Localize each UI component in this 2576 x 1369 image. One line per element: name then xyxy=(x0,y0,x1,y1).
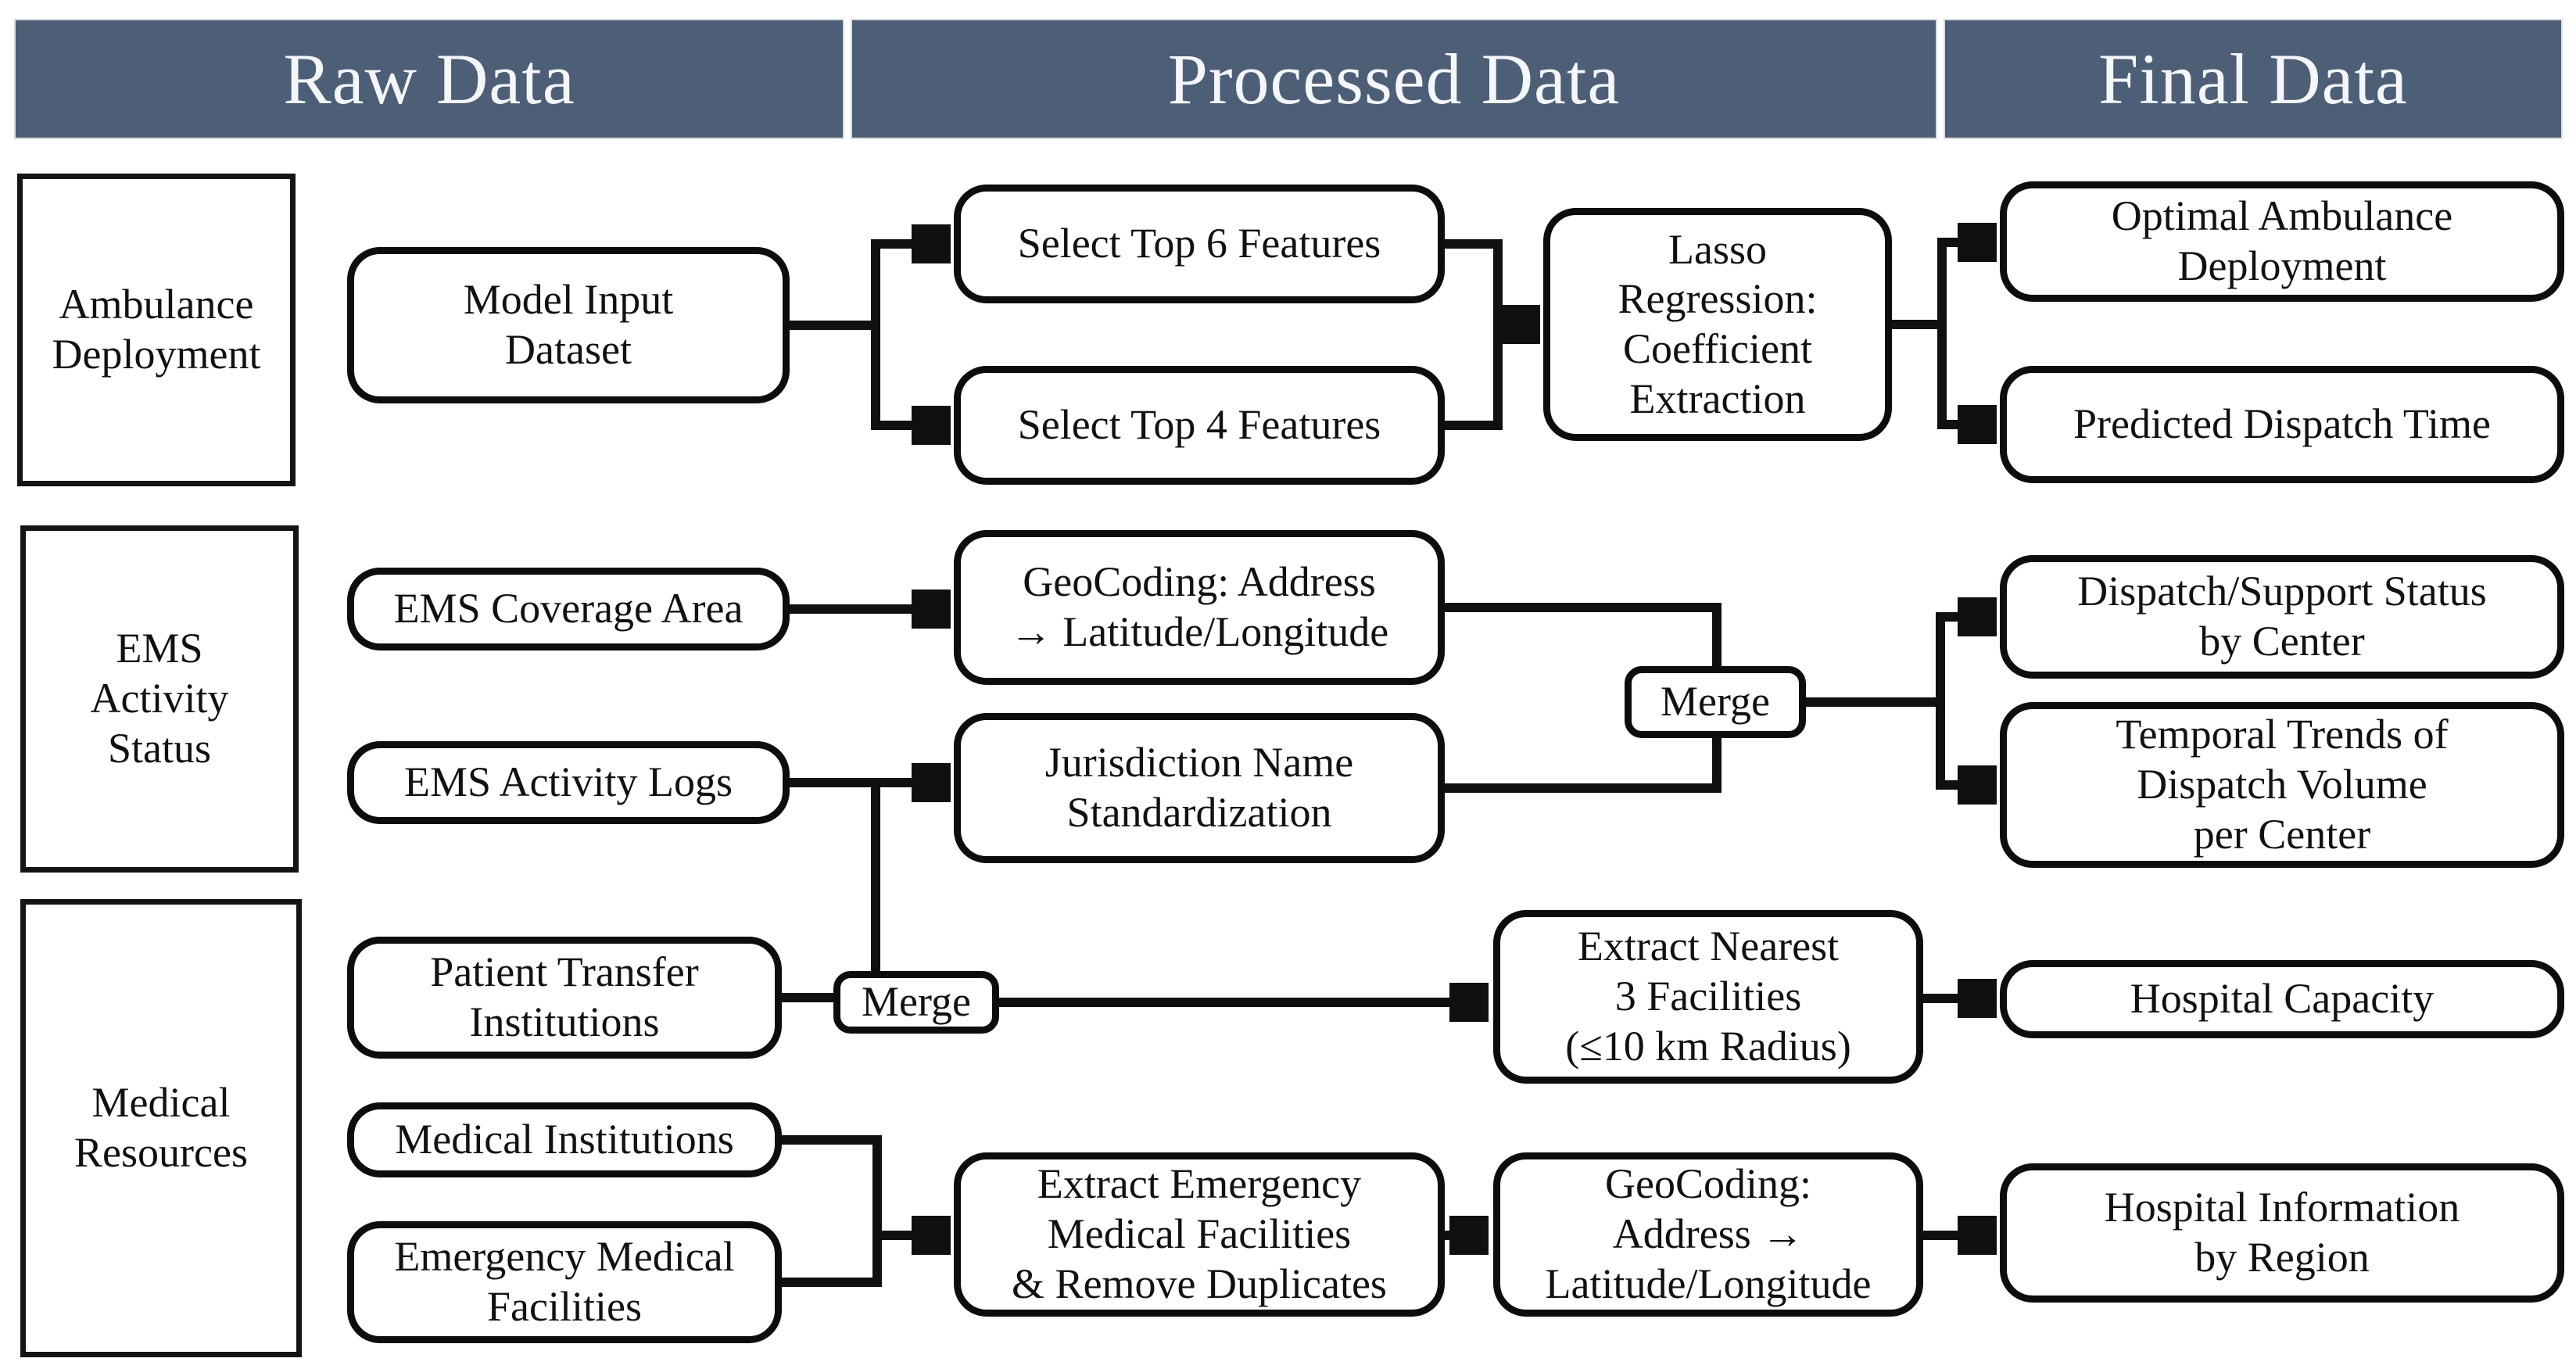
node-patient-transfer-institutions: Patient Transfer Institutions xyxy=(347,937,782,1059)
node-ems-coverage-area: EMS Coverage Area xyxy=(347,568,790,650)
node-optimal-ambulance-deployment: Optimal Ambulance Deployment xyxy=(2000,181,2564,302)
node-merge-ems: Merge xyxy=(1625,666,1806,738)
row-label-ems-activity-status: EMS Activity Status xyxy=(20,525,299,873)
node-ems-activity-logs: EMS Activity Logs xyxy=(347,741,790,824)
header-final-data: Final Data xyxy=(1944,19,2563,139)
node-select-top-6-features: Select Top 6 Features xyxy=(954,185,1445,303)
node-hospital-capacity: Hospital Capacity xyxy=(2000,960,2564,1038)
node-geocoding-address-latlong-ems: GeoCoding: Address → Latitude/Longitude xyxy=(954,530,1445,685)
node-extract-nearest-3-facilities: Extract Nearest 3 Facilities (≤10 km Rad… xyxy=(1493,910,1923,1084)
node-model-input-dataset: Model Input Dataset xyxy=(347,247,790,403)
node-predicted-dispatch-time: Predicted Dispatch Time xyxy=(2000,366,2564,483)
node-jurisdiction-name-standardization: Jurisdiction Name Standardization xyxy=(954,713,1445,863)
node-hospital-information-by-region: Hospital Information by Region xyxy=(2000,1163,2564,1303)
node-temporal-trends-dispatch-volume: Temporal Trends of Dispatch Volume per C… xyxy=(2000,702,2564,868)
node-merge-medical: Merge xyxy=(833,971,999,1034)
node-lasso-regression-coefficient-extraction: Lasso Regression: Coefficient Extraction xyxy=(1543,208,1892,441)
node-dispatch-support-status-by-center: Dispatch/Support Status by Center xyxy=(2000,555,2564,679)
header-processed-data: Processed Data xyxy=(851,19,1937,139)
node-select-top-4-features: Select Top 4 Features xyxy=(954,366,1445,485)
node-extract-emergency-remove-duplicates: Extract Emergency Medical Facilities & R… xyxy=(954,1152,1445,1317)
row-label-ambulance-deployment: Ambulance Deployment xyxy=(17,174,296,486)
node-medical-institutions: Medical Institutions xyxy=(347,1102,782,1177)
node-emergency-medical-facilities: Emergency Medical Facilities xyxy=(347,1221,782,1343)
node-geocoding-address-latlong-medical: GeoCoding: Address → Latitude/Longitude xyxy=(1493,1152,1923,1317)
row-label-medical-resources: Medical Resources xyxy=(20,899,302,1357)
header-raw-data: Raw Data xyxy=(14,19,844,139)
